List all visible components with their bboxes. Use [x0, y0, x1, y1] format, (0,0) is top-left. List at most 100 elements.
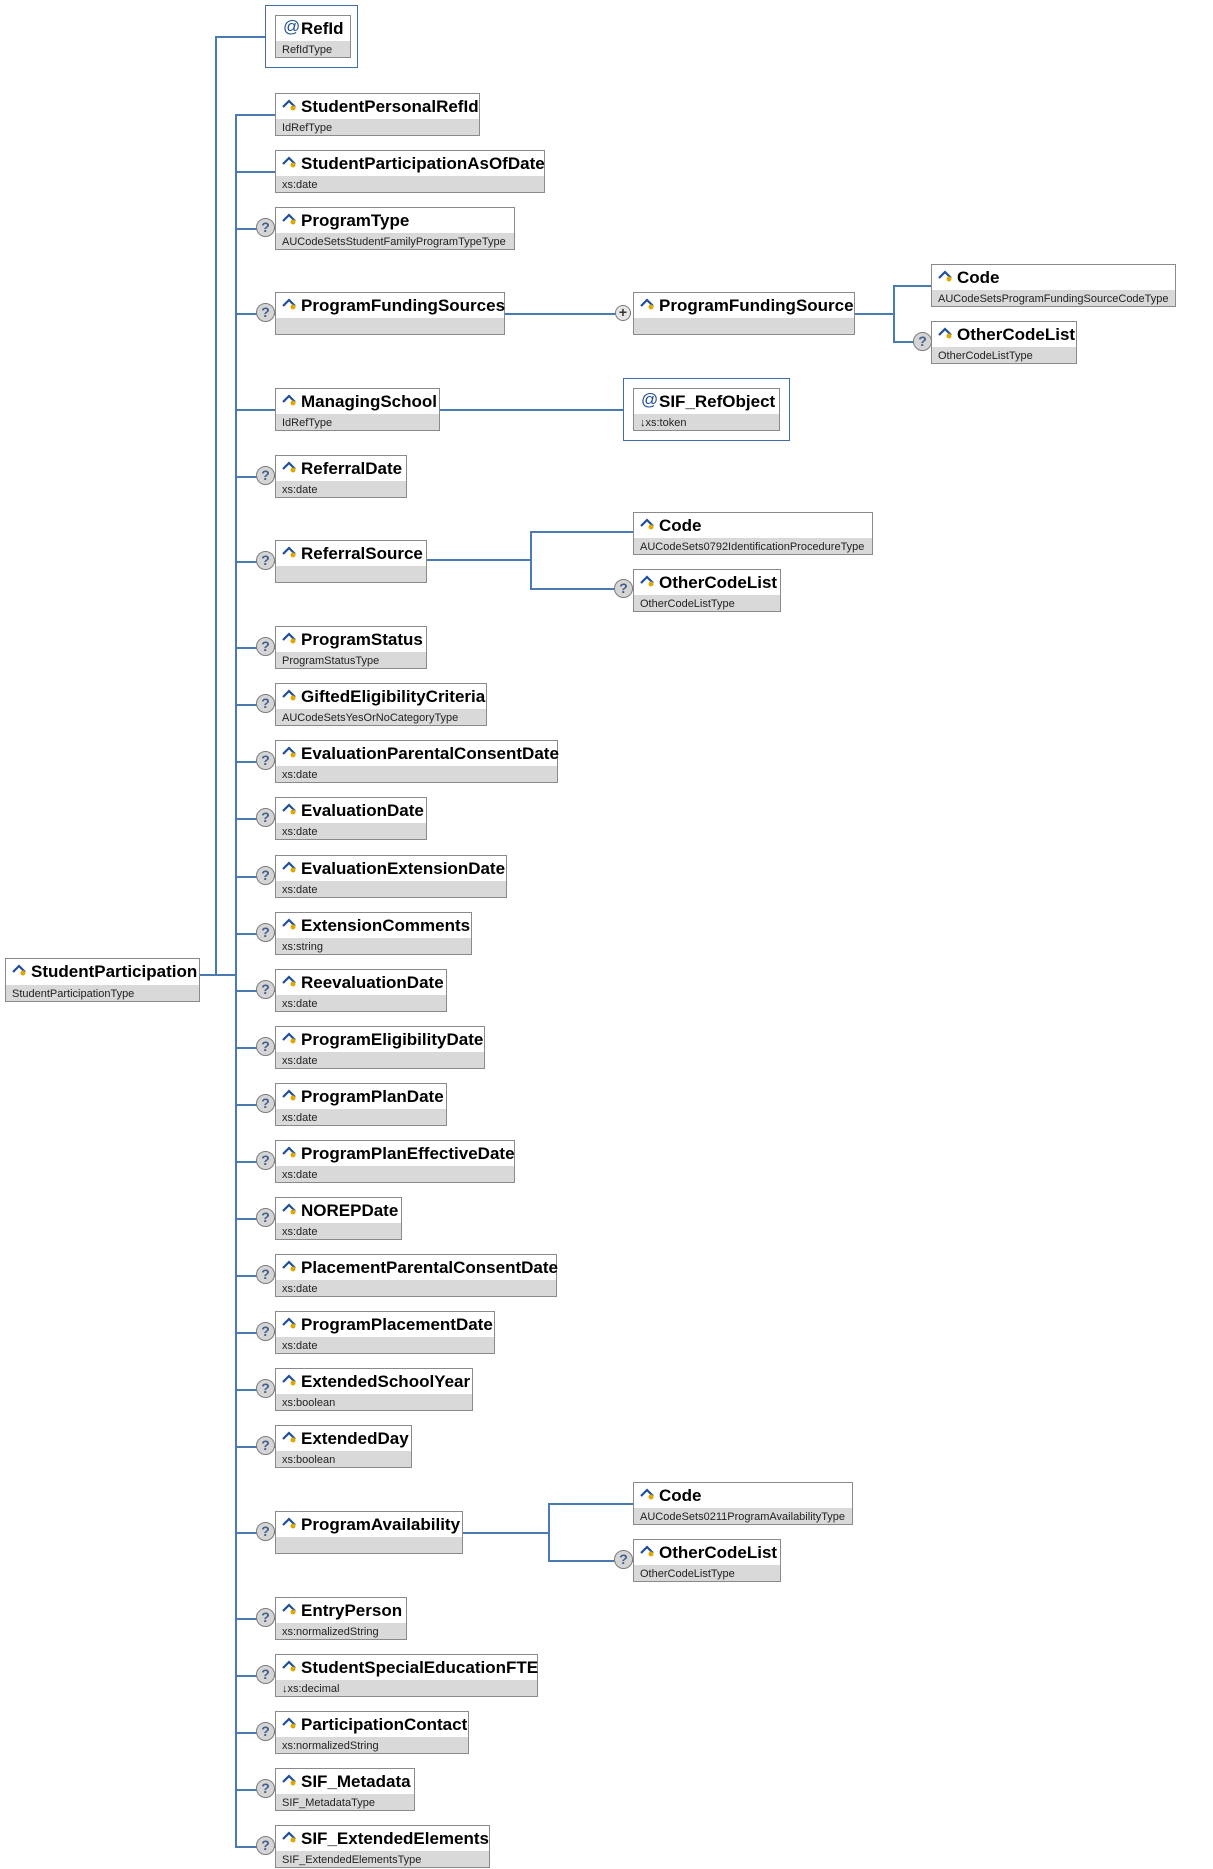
element-connector — [235, 1846, 275, 1848]
referral-connector — [427, 559, 530, 561]
element-box[interactable]: ReferralDate xs:date — [275, 455, 407, 498]
element-box[interactable]: ProgramFundingSources — [275, 292, 505, 335]
sif-refobject-box[interactable]: @SIF_RefObject↓xs:token — [633, 388, 780, 431]
element-name: ReferralDate — [301, 459, 403, 478]
attribute-icon: @ — [641, 390, 659, 409]
optional-icon: ? — [256, 923, 275, 942]
element-type: xs:date — [282, 1169, 318, 1181]
optional-icon: ? — [256, 1722, 275, 1741]
element-connector — [235, 1618, 275, 1620]
element-type: IdRefType — [282, 122, 333, 134]
element-type: AUCodeSets0211ProgramAvailabilityType — [640, 1511, 846, 1523]
element-box[interactable]: ProgramPlacementDate xs:date — [275, 1311, 495, 1354]
element-name: OtherCodeList — [659, 1543, 778, 1562]
element-icon — [282, 213, 296, 225]
optional-icon: ? — [256, 808, 275, 827]
optional-icon: ? — [256, 1522, 275, 1541]
element-type: xs:boolean — [282, 1454, 336, 1466]
element-name: Code — [957, 268, 1000, 287]
optional-icon: ? — [256, 1779, 275, 1798]
element-icon — [12, 964, 26, 976]
element-name: ProgramFundingSources — [301, 296, 506, 315]
element-type: xs:date — [282, 1340, 318, 1352]
optional-icon: ? — [256, 1436, 275, 1455]
element-icon — [640, 1545, 654, 1557]
element-name: Code — [659, 516, 702, 535]
optional-icon: ? — [256, 1208, 275, 1227]
optional-icon: ? — [256, 1094, 275, 1113]
program-funding-source-box[interactable]: ProgramFundingSource — [633, 292, 855, 335]
element-connector — [235, 561, 275, 563]
element-type: xs:date — [282, 484, 318, 496]
element-name: EvaluationExtensionDate — [301, 859, 506, 878]
element-name: SIF_Metadata — [301, 1772, 411, 1791]
element-connector — [235, 313, 275, 315]
element-box[interactable]: ProgramAvailability — [275, 1511, 463, 1554]
element-icon — [640, 298, 654, 310]
element-icon — [282, 1260, 296, 1272]
element-name: ProgramPlacementDate — [301, 1315, 493, 1334]
funding-choice-line — [893, 285, 895, 342]
attribute-branch-line — [215, 36, 217, 976]
element-name: PlacementParentalConsentDate — [301, 1258, 558, 1277]
element-type: AUCodeSets0792IdentificationProcedureTyp… — [640, 541, 865, 553]
element-icon — [282, 689, 296, 701]
optional-icon: ? — [256, 637, 275, 656]
element-box[interactable]: StudentSpecialEducationFTE↓xs:decimal — [275, 1654, 538, 1697]
optional-icon: ? — [256, 1037, 275, 1056]
element-connector — [235, 761, 275, 763]
optional-icon: ? — [256, 1322, 275, 1341]
element-icon — [282, 975, 296, 987]
optional-icon: ? — [256, 1665, 275, 1684]
expand-icon[interactable]: + — [615, 305, 631, 321]
optional-icon: ? — [614, 1550, 633, 1569]
element-name: SIF_ExtendedElements — [301, 1829, 490, 1848]
attribute-icon: @ — [283, 17, 301, 36]
element-connector — [235, 933, 275, 935]
funding-source-connector — [855, 313, 893, 315]
attribute-connector — [215, 36, 265, 38]
element-box[interactable]: NOREPDate xs:date — [275, 1197, 402, 1240]
element-name: ProgramAvailability — [301, 1515, 461, 1534]
element-icon — [938, 327, 952, 339]
element-icon — [282, 1717, 296, 1729]
element-type: IdRefType — [282, 417, 333, 429]
element-icon — [282, 1660, 296, 1672]
element-box[interactable]: ReferralSource — [275, 540, 427, 583]
element-name: NOREPDate — [301, 1201, 399, 1220]
element-name: EntryPerson — [301, 1601, 403, 1620]
element-name: OtherCodeList — [659, 573, 778, 592]
element-type: xs:date — [282, 1226, 318, 1238]
element-name: ReevaluationDate — [301, 973, 444, 992]
element-connector — [235, 818, 275, 820]
